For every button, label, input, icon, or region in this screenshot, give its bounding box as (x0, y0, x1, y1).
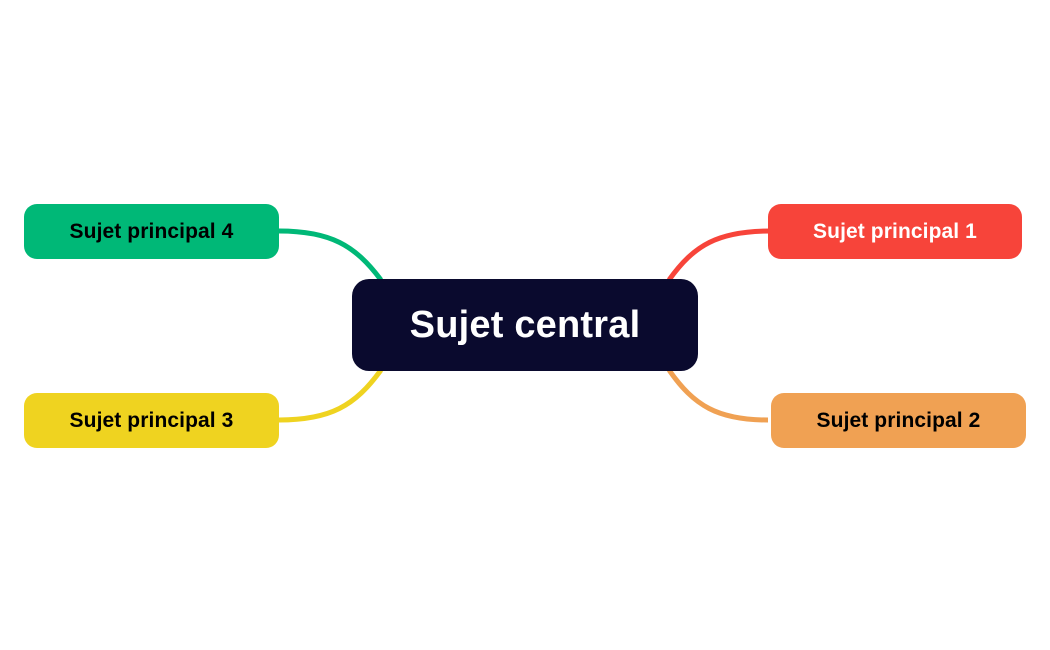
branch-node-topleft[interactable]: Sujet principal 4 (24, 204, 279, 259)
central-node-label: Sujet central (409, 304, 641, 346)
branch-node-topleft-label: Sujet principal 4 (69, 220, 234, 243)
branch-node-topright-label: Sujet principal 1 (813, 220, 977, 243)
central-node[interactable]: Sujet central (352, 279, 698, 371)
branch-node-bottomleft-label: Sujet principal 3 (69, 409, 234, 432)
branch-node-bottomleft[interactable]: Sujet principal 3 (24, 393, 279, 448)
connector-bottomright (666, 368, 769, 423)
connector-topleft (278, 228, 384, 282)
connector-bottomleft (278, 368, 384, 423)
branch-node-topright[interactable]: Sujet principal 1 (768, 204, 1022, 259)
branch-node-bottomright[interactable]: Sujet principal 2 (771, 393, 1026, 448)
connector-topright (666, 228, 772, 282)
branch-node-bottomright-label: Sujet principal 2 (816, 409, 981, 432)
